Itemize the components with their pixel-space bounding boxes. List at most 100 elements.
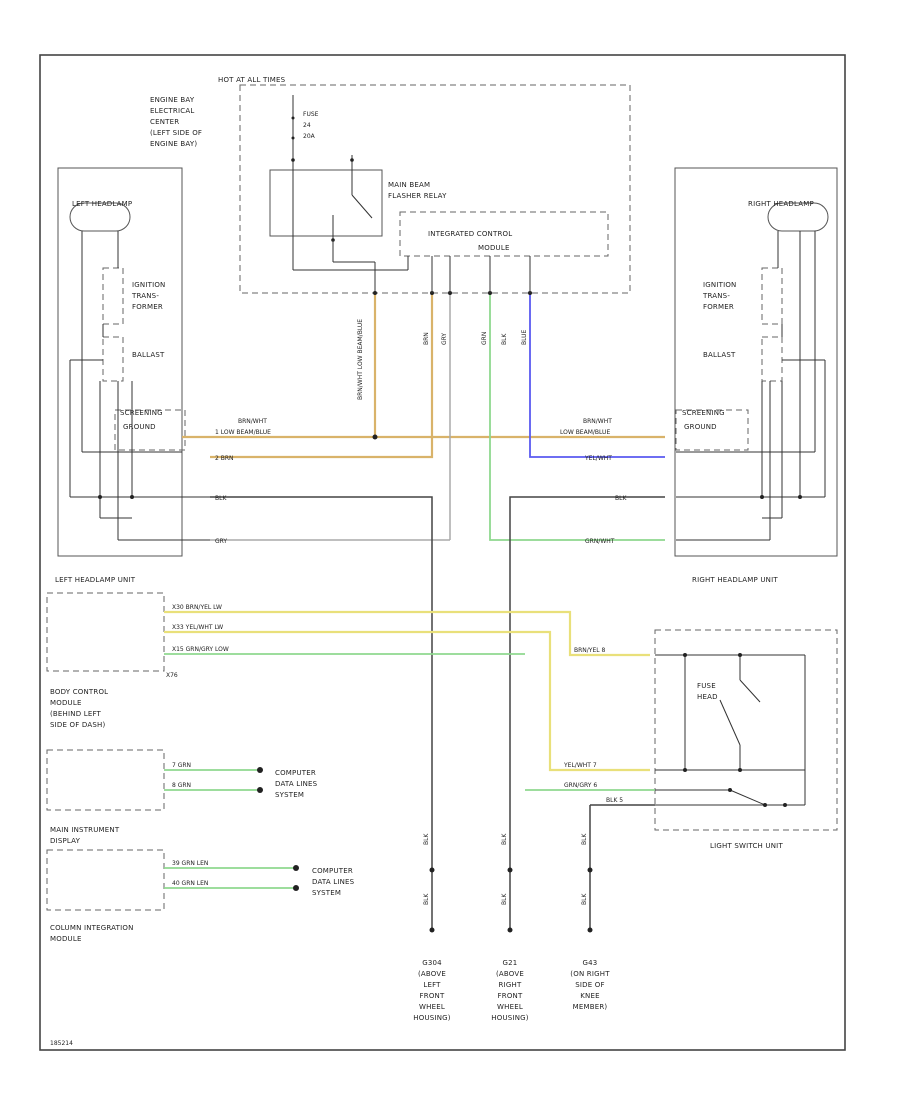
ls-pin-7-label: YEL/WHT 7 (563, 762, 597, 769)
diagram-code: 185214 (50, 1040, 73, 1047)
svg-text:FUSE: FUSE (697, 682, 716, 690)
svg-text:SCREENING: SCREENING (682, 409, 725, 417)
mid-pin-1-label: 7 GRN (172, 762, 191, 769)
svg-text:FLASHER RELAY: FLASHER RELAY (388, 192, 447, 200)
bcm-pin-1-label: X30 BRN/YEL LW (172, 604, 222, 611)
svg-text:ENGINE BAY): ENGINE BAY) (150, 140, 197, 148)
light-switch-unit-box (654, 629, 838, 831)
svg-text:GRN: GRN (481, 332, 488, 345)
engine-bay-center-label: ENGINE BAY ELECTRICAL CENTER (LEFT SIDE … (150, 96, 202, 148)
svg-text:(ON RIGHT: (ON RIGHT (570, 970, 610, 978)
svg-text:(BEHIND LEFT: (BEHIND LEFT (50, 710, 102, 718)
fuse-headlamp-label: FUSE HEAD (697, 682, 717, 701)
wire-yel-wht (164, 630, 650, 772)
right-headlamp-unit-box (674, 167, 838, 557)
cim-pin-2-label: 40 GRN LEN (172, 880, 208, 887)
computer-data-lines-label-2: COMPUTER DATA LINES SYSTEM (312, 867, 355, 897)
svg-text:SIDE OF DASH): SIDE OF DASH) (50, 721, 105, 729)
right-ballast (761, 336, 783, 382)
svg-text:COLUMN INTEGRATION: COLUMN INTEGRATION (50, 924, 134, 932)
gnd-wire-label-2b: BLK (501, 893, 508, 905)
svg-text:IGNITION: IGNITION (132, 281, 165, 289)
left-screening-ground (114, 409, 186, 451)
fuse-24: FUSE 24 20A (291, 95, 319, 160)
svg-text:FORMER: FORMER (703, 303, 734, 311)
svg-text:SYSTEM: SYSTEM (275, 791, 304, 799)
wire-label-low-beam-right: LOW BEAM/BLUE (560, 429, 610, 436)
wire-label-brn-wht-left: BRN/WHT (238, 418, 267, 425)
wire-blu-right (529, 293, 665, 458)
wire-label-low-beam-left: 1 LOW BEAM/BLUE (215, 429, 271, 436)
integrated-control-module-box (399, 211, 609, 257)
right-headlamp-bulb (767, 202, 829, 232)
right-ignition-transformer (761, 267, 783, 325)
svg-text:COMPUTER: COMPUTER (275, 769, 316, 777)
wire-brn-left (210, 293, 434, 459)
integrated-control-module-label: INTEGRATED CONTROL MODULE (428, 230, 512, 252)
svg-text:SCREENING: SCREENING (120, 409, 163, 417)
svg-text:MODULE: MODULE (50, 699, 82, 707)
gnd-wire-label-2: BLK (501, 833, 508, 845)
left-ballast (102, 336, 124, 382)
x76-connector-label: X76 (166, 672, 178, 679)
svg-text:FRONT: FRONT (420, 992, 445, 1000)
svg-text:FORMER: FORMER (132, 303, 163, 311)
column-integration-module-label: COLUMN INTEGRATION MODULE (50, 924, 134, 943)
svg-text:MODULE: MODULE (478, 244, 510, 252)
svg-text:SYSTEM: SYSTEM (312, 889, 341, 897)
vertical-wire-labels: BRN/WHT LOW BEAM/BLUE BRN GRY GRN BLK BL… (357, 319, 528, 400)
bcm-pin-2-label: X33 YEL/WHT LW (172, 624, 223, 631)
left-screening-label: SCREENING GROUND (120, 409, 163, 431)
svg-text:(LEFT SIDE OF: (LEFT SIDE OF (150, 129, 202, 137)
body-control-module-box (46, 592, 165, 672)
svg-text:WHEEL: WHEEL (419, 1003, 445, 1011)
bcm-pin-3-label: X15 GRN/GRY LOW (172, 646, 229, 653)
right-ballast-label: BALLAST (703, 351, 736, 359)
svg-text:FUSE: FUSE (303, 111, 319, 118)
main-beam-relay-label: MAIN BEAM FLASHER RELAY (388, 181, 447, 200)
left-ballast-label: BALLAST (132, 351, 165, 359)
mid-pin-2-label: 8 GRN (172, 782, 191, 789)
right-screening-label: SCREENING GROUND (682, 409, 725, 431)
light-switch-unit-label: LIGHT SWITCH UNIT (710, 842, 783, 850)
left-headlamp-label: LEFT HEADLAMP (72, 200, 132, 208)
svg-text:IGNITION: IGNITION (703, 281, 736, 289)
svg-text:KNEE: KNEE (580, 992, 599, 1000)
svg-text:MAIN BEAM: MAIN BEAM (388, 181, 430, 189)
column-integration-module-box (46, 849, 165, 911)
gnd-wire-label-3b: BLK (581, 893, 588, 905)
svg-text:BODY CONTROL: BODY CONTROL (50, 688, 108, 696)
wire-label-brn-left: 2 BRN (215, 455, 234, 462)
gnd-wire-label-1b: BLK (423, 893, 430, 905)
wire-blk-right (509, 496, 665, 870)
cim-pin-1-label: 39 GRN LEN (172, 860, 208, 867)
svg-text:(ABOVE: (ABOVE (418, 970, 446, 978)
svg-text:LEFT: LEFT (423, 981, 441, 989)
wire-grn-right (489, 293, 665, 541)
left-headlamp-unit-box (57, 167, 183, 557)
svg-text:TRANS-: TRANS- (131, 292, 159, 300)
svg-text:FRONT: FRONT (498, 992, 523, 1000)
gnd-wire-label-3: BLK (581, 833, 588, 845)
svg-text:MAIN INSTRUMENT: MAIN INSTRUMENT (50, 826, 120, 834)
g21-label: G21 (ABOVE RIGHT FRONT WHEEL HOUSING) (491, 959, 528, 1022)
svg-text:SIDE OF: SIDE OF (575, 981, 604, 989)
svg-text:ENGINE BAY: ENGINE BAY (150, 96, 195, 104)
svg-text:DATA LINES: DATA LINES (312, 878, 355, 886)
svg-text:RIGHT: RIGHT (499, 981, 522, 989)
wire-label-yel-wht-right: YEL/WHT (584, 455, 612, 462)
svg-text:TRANS-: TRANS- (702, 292, 730, 300)
g304-label: G304 (ABOVE LEFT FRONT WHEEL HOUSING) (413, 959, 450, 1022)
svg-text:20A: 20A (303, 133, 316, 140)
svg-text:BRN/WHT LOW BEAM/BLUE: BRN/WHT LOW BEAM/BLUE (357, 319, 364, 400)
right-headlamp-label: RIGHT HEADLAMP (748, 200, 814, 208)
svg-text:G21: G21 (503, 959, 518, 967)
wire-label-grn-wht-right: GRN/WHT (585, 538, 615, 545)
svg-text:DATA LINES: DATA LINES (275, 780, 318, 788)
svg-text:24: 24 (303, 122, 311, 129)
ls-pin-8-label: BRN/YEL 8 (574, 647, 606, 654)
hot-at-all-times-label: HOT AT ALL TIMES (218, 76, 286, 84)
svg-text:G43: G43 (583, 959, 598, 967)
body-control-module-label: BODY CONTROL MODULE (BEHIND LEFT SIDE OF… (50, 688, 108, 729)
